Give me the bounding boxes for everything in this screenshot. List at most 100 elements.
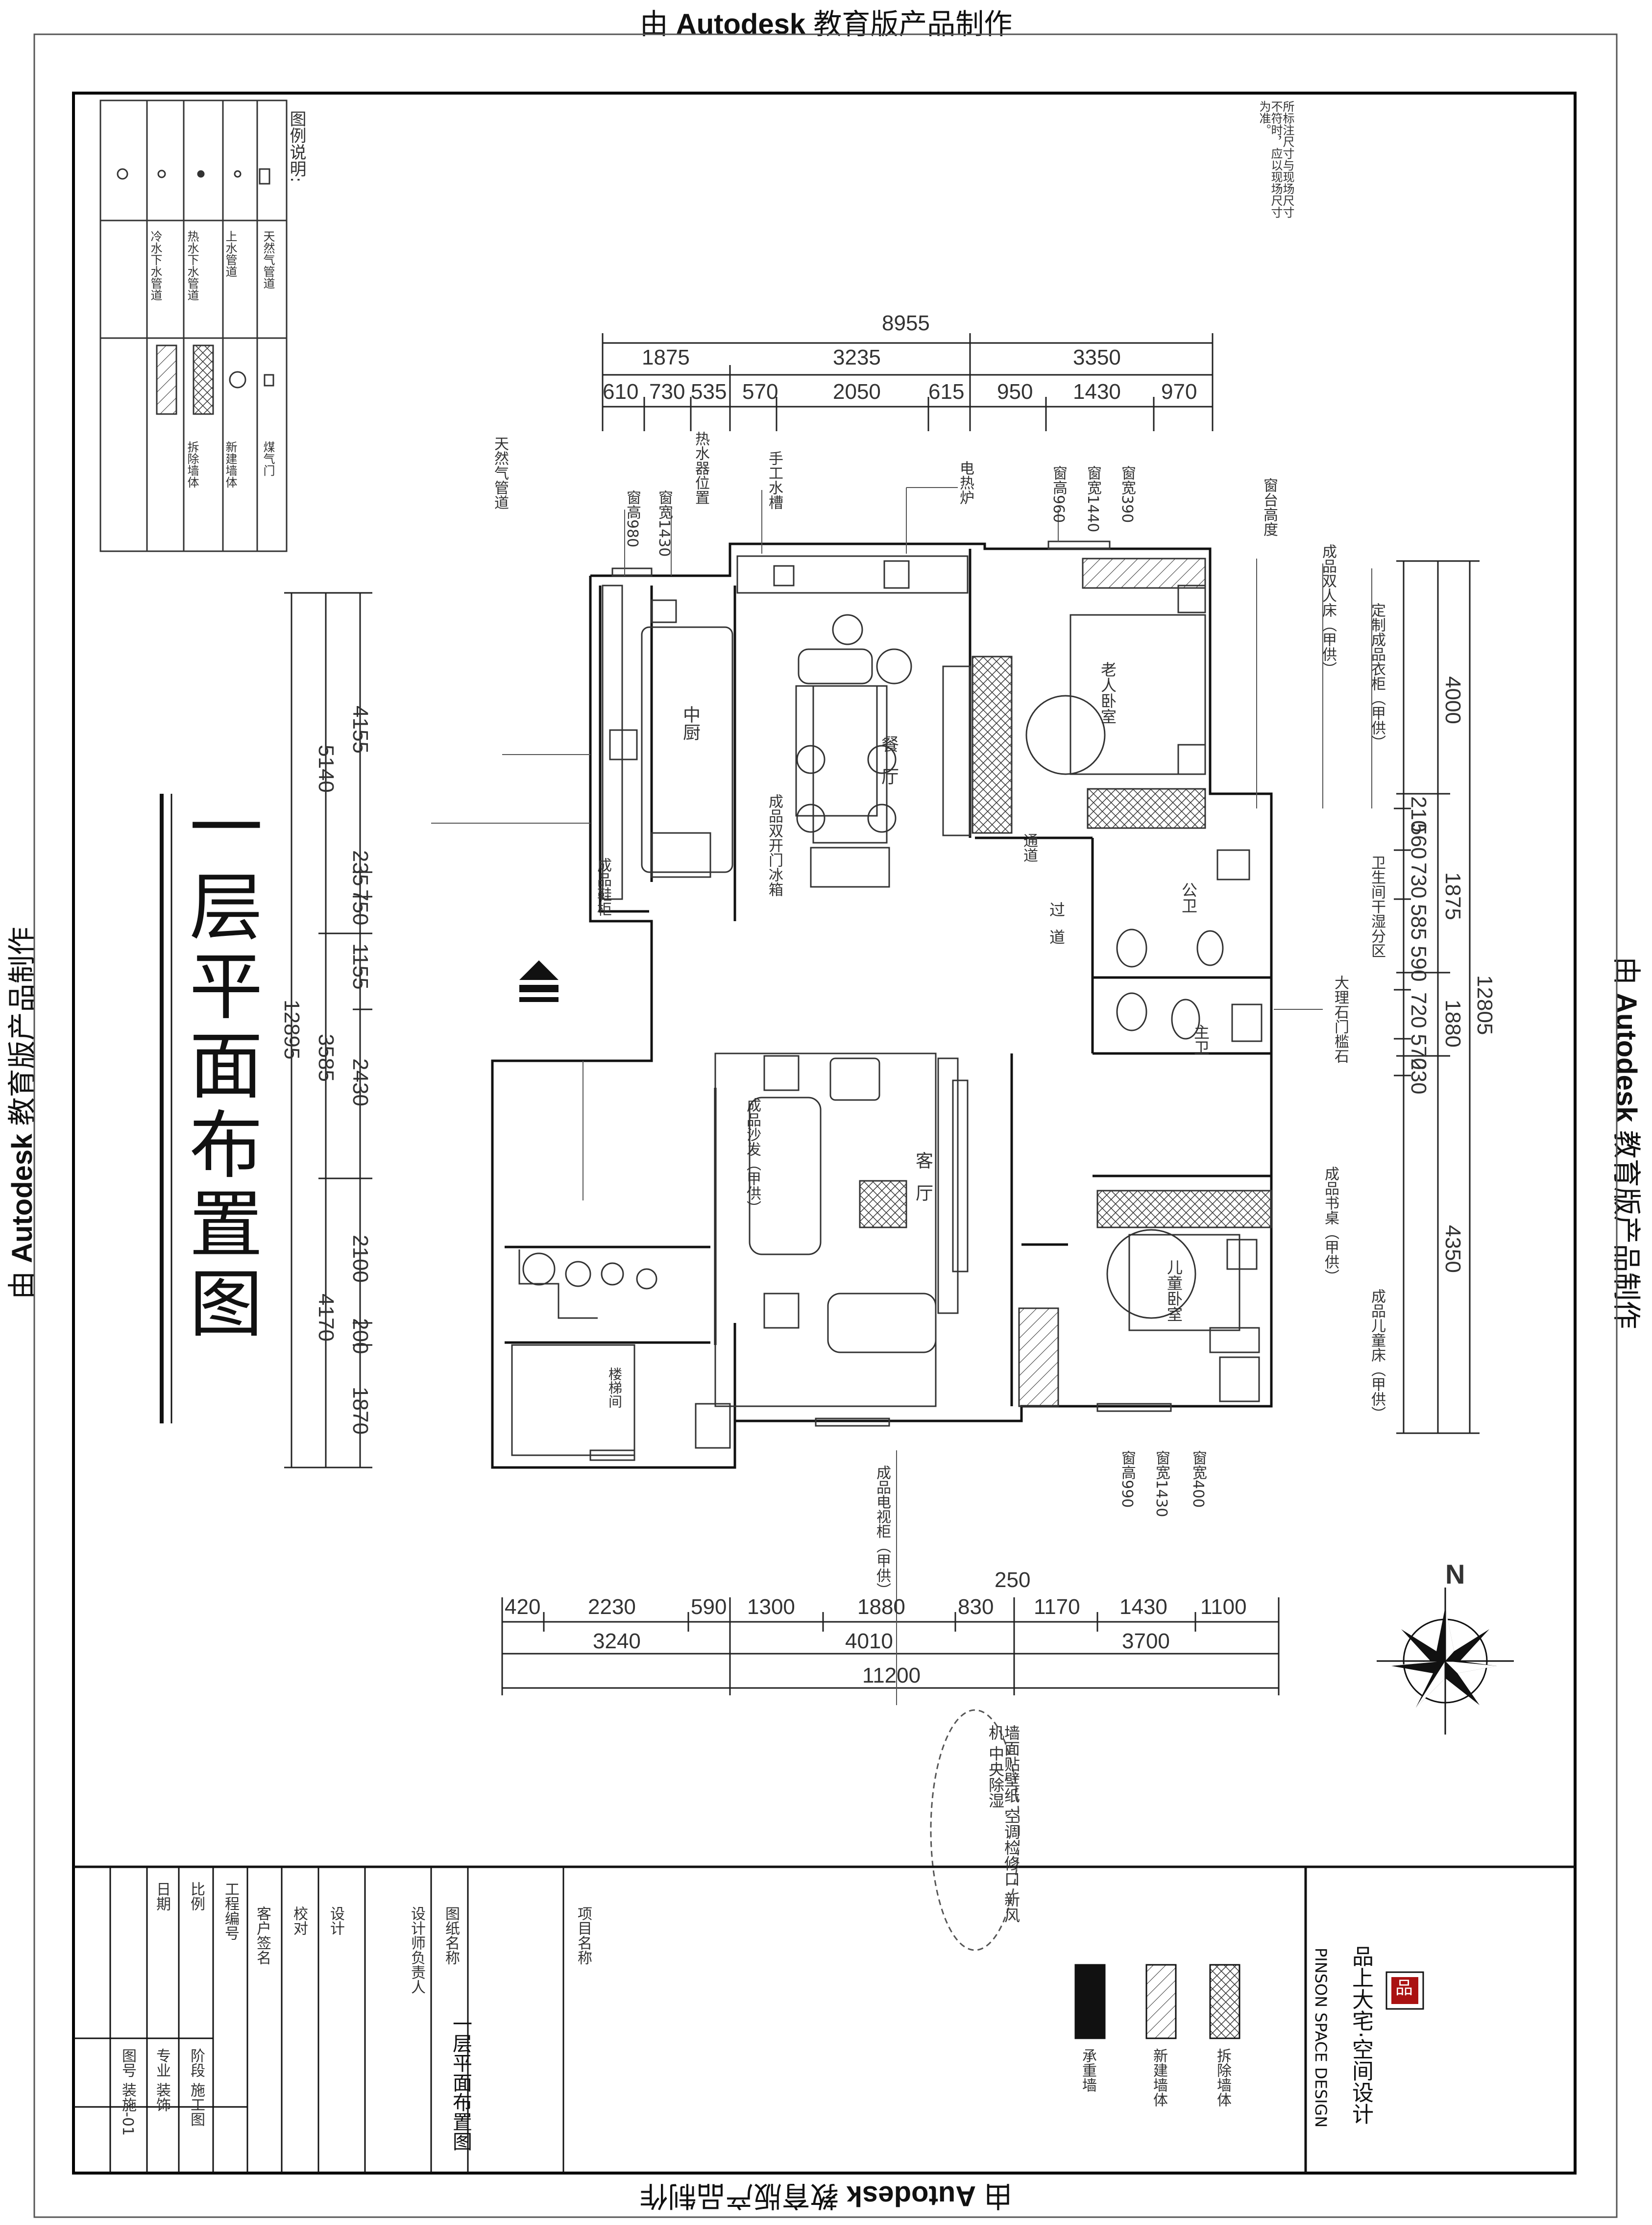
annotation: 卫生间干湿分区 — [1368, 855, 1385, 958]
scale-note: 所标注尺寸与现场尺寸不符时，应以现场尺寸为准。 — [1257, 100, 1294, 218]
annotation: 定制成品衣柜（甲供） — [1368, 603, 1385, 750]
annotation: 窗高980 — [624, 490, 641, 548]
field-label: 设计师负责人 — [408, 1906, 425, 1994]
company-name-en: PINSON SPACE DESIGN — [1312, 1948, 1330, 2128]
dim-left: 2430 — [348, 1058, 372, 1106]
dim-top: 1430 — [1073, 380, 1121, 404]
drawing-frame — [72, 92, 1577, 2175]
field-label: 设计 — [327, 1906, 344, 1935]
field-label: 工程编号 — [222, 1882, 239, 1940]
field-label: 项目名称 — [575, 1906, 592, 1965]
dim-left: 200 — [348, 1318, 372, 1354]
dim-right: 1875 — [1441, 872, 1465, 920]
legend-table — [99, 99, 288, 552]
annotation: 成品儿童床（甲供） — [1368, 1289, 1385, 1421]
dim-right: 1880 — [1441, 1000, 1465, 1048]
stairs — [511, 1249, 731, 1461]
annotation: 热水器位置 — [692, 431, 709, 505]
annotation: 天然气管道 — [491, 436, 509, 510]
legend-item: 上水管道 — [223, 230, 237, 277]
dim-top: 535 — [691, 380, 727, 404]
annotation: 成品书桌（甲供） — [1322, 1166, 1339, 1284]
dim-bottom: 1170 — [1034, 1595, 1080, 1619]
drawing-name: 一层平面布置图 — [449, 2014, 472, 2151]
annotation: 窗宽1430 — [1153, 1450, 1170, 1517]
room-label: 主卫 — [1191, 1024, 1210, 1055]
room-label: 餐厅 — [878, 735, 899, 800]
dim-right: 4000 — [1441, 676, 1465, 724]
annotation: 窗宽1430 — [656, 490, 673, 557]
dim-top-total: 8955 — [882, 311, 930, 335]
annotation: 窗台高度 — [1261, 478, 1278, 537]
bathrooms — [1116, 849, 1263, 1042]
legend-item: 冷水下水管道 — [148, 230, 162, 301]
annotation: 窗高960 — [1050, 465, 1067, 523]
dim-top: 3235 — [833, 345, 881, 369]
legend-item: 拆除墙体 — [185, 441, 199, 488]
dim-top: 610 — [603, 380, 639, 404]
title-block — [73, 1865, 1575, 2173]
hatch-label: 承重墙 — [1079, 2048, 1096, 2092]
dim-bottom: 1880 — [857, 1595, 905, 1619]
dim-top: 3350 — [1073, 345, 1121, 369]
field-label: 图纸名称 — [442, 1906, 460, 1965]
stage-value: 施工图 — [188, 2082, 205, 2127]
dim-right: 590 — [1407, 946, 1431, 982]
dim-left: 3585 — [314, 1034, 338, 1082]
legend-heading: 图例说明: — [287, 110, 306, 183]
dim-bottom: 420 — [505, 1595, 541, 1619]
field-label: 比例 — [188, 1882, 205, 1911]
field-label: 日期 — [153, 1882, 170, 1911]
dim-top: 950 — [997, 380, 1033, 404]
compass-icon — [1377, 1588, 1514, 1735]
dim-bottom: 830 — [958, 1595, 994, 1619]
dim-left: 4170 — [314, 1294, 338, 1342]
dimension-lines — [284, 333, 1480, 1695]
annotation: 成品电视柜（甲供） — [874, 1465, 891, 1597]
dim-right-total: 12805 — [1473, 975, 1497, 1035]
hatch-label: 拆除墙体 — [1214, 2048, 1231, 2107]
dim-right: 4350 — [1441, 1225, 1465, 1273]
annotation: 电热炉 — [957, 461, 974, 505]
legend-item: 新建墙体 — [223, 441, 237, 488]
annotation: 窗宽400 — [1190, 1450, 1207, 1508]
compass-label: N — [1445, 1559, 1465, 1589]
oval-note — [930, 1709, 1020, 1951]
dim-left: 5140 — [314, 745, 338, 793]
dim-bottom: 3240 — [593, 1629, 641, 1653]
dim-top: 1875 — [642, 345, 690, 369]
annotation: 成品双开门冰箱 — [766, 794, 783, 897]
dim-bottom: 1300 — [747, 1595, 795, 1619]
dim-bottom: 250 — [995, 1568, 1031, 1592]
annotation: 成品沙发（甲供） — [744, 1098, 761, 1215]
annotation: 大理石门槛石 — [1332, 975, 1349, 1063]
stage-label: 阶段 — [188, 2048, 205, 2078]
room-label: 楼梯间 — [607, 1367, 623, 1408]
kitchen-counters — [602, 555, 971, 900]
dim-bottom: 1100 — [1200, 1595, 1247, 1619]
dim-bottom: 2230 — [588, 1595, 636, 1619]
annotation: 窗宽390 — [1118, 465, 1136, 523]
company-name: 品上大宅·空间设计 — [1348, 1945, 1373, 2125]
hatch-label: 新建墙体 — [1150, 2048, 1167, 2107]
sheet-value: 装施-01 — [119, 2082, 136, 2136]
page-title: 一层平面布置图 — [177, 789, 262, 1345]
annotation: 手工水槽 — [766, 451, 783, 510]
legend-item: 热水下水管道 — [185, 230, 199, 301]
windows — [611, 540, 1172, 1427]
dim-top: 970 — [1161, 380, 1197, 404]
leader-lines — [431, 487, 1372, 1705]
annotation: 通道 — [1020, 833, 1038, 862]
dim-bottom: 3700 — [1122, 1629, 1170, 1653]
walls — [491, 542, 1273, 1469]
sheet-label: 图号 — [119, 2048, 136, 2078]
dim-right: 560 — [1407, 823, 1431, 859]
dim-left: 4155 — [348, 706, 372, 754]
dim-bottom-total: 11200 — [862, 1663, 921, 1687]
dim-bottom: 590 — [691, 1595, 727, 1619]
dim-top: 2050 — [833, 380, 881, 404]
dim-left-total: 12895 — [280, 1000, 304, 1060]
room-label: 儿童卧室 — [1165, 1259, 1183, 1322]
dim-right: 720 — [1407, 992, 1431, 1028]
